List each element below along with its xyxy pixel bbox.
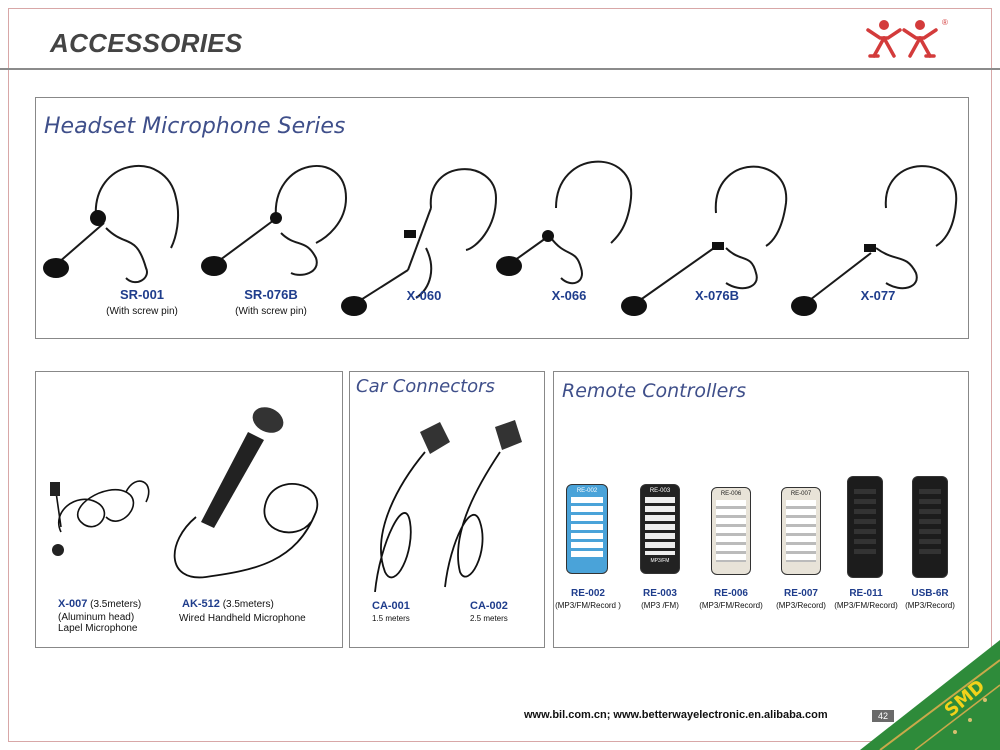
page-number: 42 (872, 710, 894, 722)
headset-series-panel: Headset Microphone Series (35, 97, 969, 339)
remote-face-label: RE-006 (720, 491, 742, 497)
remote-label-4: RE-011 (849, 588, 883, 599)
remote-re-011 (847, 476, 883, 578)
remote-note-5: (MP3/Record) (905, 601, 955, 610)
car-connectors-panel: Car Connectors CA-001 1.5 meters CA-002 … (349, 371, 545, 648)
remote-usb-6r (912, 476, 948, 578)
remote-note-4: (MP3/FM/Record) (834, 601, 898, 610)
headset-label-1: SR-076B (244, 287, 298, 302)
microphone-illustrations (50, 407, 319, 579)
handheld-model: AK-512 (182, 598, 220, 610)
handheld-caption: AK-512 (3.5meters) (182, 598, 274, 610)
lapel-model: X-007 (58, 598, 88, 610)
header-divider (0, 68, 1000, 70)
remote-label-1: RE-003 (643, 588, 677, 599)
headset-note-0: (With screw pin) (106, 306, 178, 317)
headset-illustrations (43, 160, 958, 316)
handheld-line2: Wired Handheld Microphone (179, 613, 306, 624)
headset-series-title: Headset Microphone Series (44, 114, 346, 139)
remote-face-label: MP3/FM (650, 558, 670, 564)
headset-label-3: X-066 (551, 288, 587, 303)
remote-re-003: RE-003 MP3/FM (640, 484, 680, 574)
remote-label-3: RE-007 (784, 588, 818, 599)
car-connector-label-1: CA-002 (470, 600, 508, 612)
handheld-length: (3.5meters) (222, 599, 274, 610)
remote-note-2: (MP3/FM/Record) (699, 601, 763, 610)
remote-face-label: RE-003 (649, 488, 671, 494)
lapel-line2: (Aluminum head) (58, 612, 135, 623)
smd-corner-badge: SMD (860, 640, 1000, 750)
headset-label-0: SR-001 (119, 287, 165, 302)
microphones-panel: X-007 (3.5meters) (Aluminum head) Lapel … (35, 371, 343, 648)
remote-re-007: RE-007 (781, 487, 821, 575)
remote-note-1: (MP3 /FM) (641, 601, 679, 610)
page-title: ACCESSORIES (50, 28, 243, 58)
lapel-length: (3.5meters) (90, 599, 142, 610)
lapel-caption: X-007 (3.5meters) (58, 598, 141, 610)
remote-re-002: RE-002 (566, 484, 608, 574)
page-frame (8, 8, 992, 742)
remote-label-0: RE-002 (571, 588, 605, 599)
remote-note-3: (MP3/Record) (776, 601, 826, 610)
footer-urls: www.bil.com.cn; www.betterwayelectronic.… (524, 709, 828, 721)
remote-face-label: RE-002 (576, 488, 598, 494)
headset-label-5: X-077 (860, 288, 896, 303)
headset-note-1: (With screw pin) (235, 306, 307, 317)
remote-label-2: RE-006 (714, 588, 748, 599)
remote-controllers-panel: Remote Controllers RE-002 RE-003 MP3/FM … (553, 371, 969, 648)
car-connector-length-0: 1.5 meters (372, 614, 410, 623)
double-figure-logo-icon: ® (862, 18, 952, 60)
remote-re-006: RE-006 (711, 487, 751, 575)
headset-label-4: X-076B (694, 288, 740, 303)
headset-label-2: X-060 (406, 288, 442, 303)
car-connectors-title: Car Connectors (356, 376, 495, 397)
registered-mark: ® (942, 18, 948, 27)
remote-label-5: USB-6R (911, 588, 949, 599)
remote-face-label: RE-007 (790, 491, 812, 497)
remote-note-0: (MP3/FM/Record ) (555, 601, 621, 610)
car-connector-label-0: CA-001 (372, 600, 410, 612)
lapel-line3: Lapel Microphone (58, 623, 138, 634)
remote-controllers-title: Remote Controllers (562, 380, 746, 402)
car-connector-illustrations (374, 420, 522, 592)
car-connector-length-1: 2.5 meters (470, 614, 508, 623)
